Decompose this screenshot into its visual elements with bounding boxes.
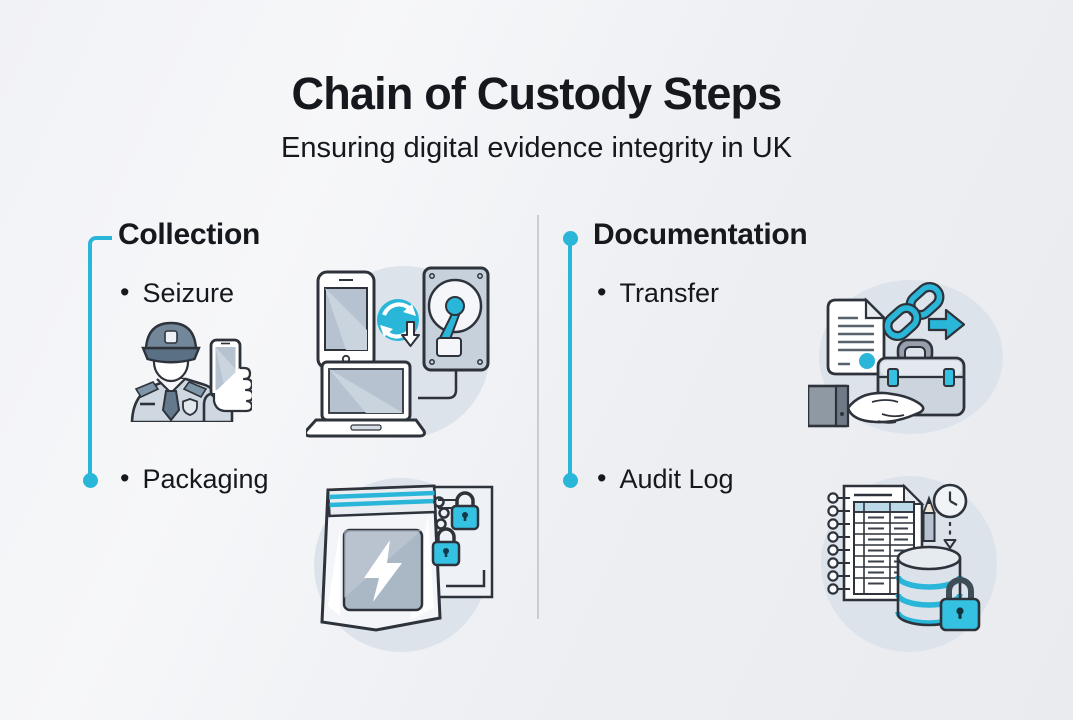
transfer-illustration xyxy=(808,280,1003,434)
column-divider xyxy=(537,215,539,619)
collection-bracket-line xyxy=(88,236,112,482)
padlock-icon xyxy=(431,527,461,567)
column-header-collection: Collection xyxy=(118,218,261,251)
documentation-end-dot xyxy=(563,473,578,488)
devices-illustration xyxy=(306,266,490,438)
pencil-icon xyxy=(922,495,936,542)
bullet-icon: • xyxy=(597,463,607,493)
clock-icon xyxy=(932,483,968,519)
item-label: Packaging xyxy=(142,464,269,494)
seized-phone-icon xyxy=(209,338,252,413)
chain-icon xyxy=(433,496,450,530)
audit-log-illustration xyxy=(821,476,997,652)
tie xyxy=(161,390,181,422)
padlock-icon xyxy=(450,491,480,531)
item-transfer: • Transfer xyxy=(597,278,719,309)
table-header-band xyxy=(853,501,915,513)
item-packaging: • Packaging xyxy=(120,464,269,495)
document-icon xyxy=(826,297,887,376)
bullet-icon: • xyxy=(120,277,130,307)
seal xyxy=(859,353,875,369)
sync-icon xyxy=(377,299,420,347)
laptop-icon xyxy=(306,360,426,438)
smartphone-icon xyxy=(316,270,376,370)
cap-badge xyxy=(164,330,178,344)
bullet-icon: • xyxy=(597,277,607,307)
documentation-line xyxy=(568,238,572,480)
chain-link-icon xyxy=(882,281,945,342)
documentation-start-dot xyxy=(563,231,578,246)
evidence-bag xyxy=(320,484,442,632)
police-officer-icon xyxy=(130,321,234,422)
item-label: Seizure xyxy=(142,278,234,308)
item-audit-log: • Audit Log xyxy=(597,464,734,495)
packaging-illustration xyxy=(314,478,494,652)
bullet-icon: • xyxy=(120,463,130,493)
page-subtitle: Ensuring digital evidence integrity in U… xyxy=(281,132,792,164)
arrow-right-icon xyxy=(927,308,966,341)
padlock-icon xyxy=(939,577,981,632)
page-title: Chain of Custody Steps xyxy=(291,68,783,119)
dashed-arrow-icon xyxy=(943,522,957,549)
hand xyxy=(212,366,252,413)
item-seizure: • Seizure xyxy=(120,278,234,309)
hard-drive-icon xyxy=(422,266,490,372)
collection-end-dot xyxy=(83,473,98,488)
lightning-bolt-icon xyxy=(364,540,402,602)
connector-line xyxy=(418,370,458,400)
badge-icon xyxy=(182,398,198,416)
seizure-illustration xyxy=(130,321,252,422)
item-label: Transfer xyxy=(619,278,719,308)
item-label: Audit Log xyxy=(619,464,734,494)
cap-visor xyxy=(141,346,201,364)
spiral-rings xyxy=(827,492,839,595)
handshake-icon xyxy=(808,384,925,428)
column-header-documentation: Documentation xyxy=(593,218,808,251)
